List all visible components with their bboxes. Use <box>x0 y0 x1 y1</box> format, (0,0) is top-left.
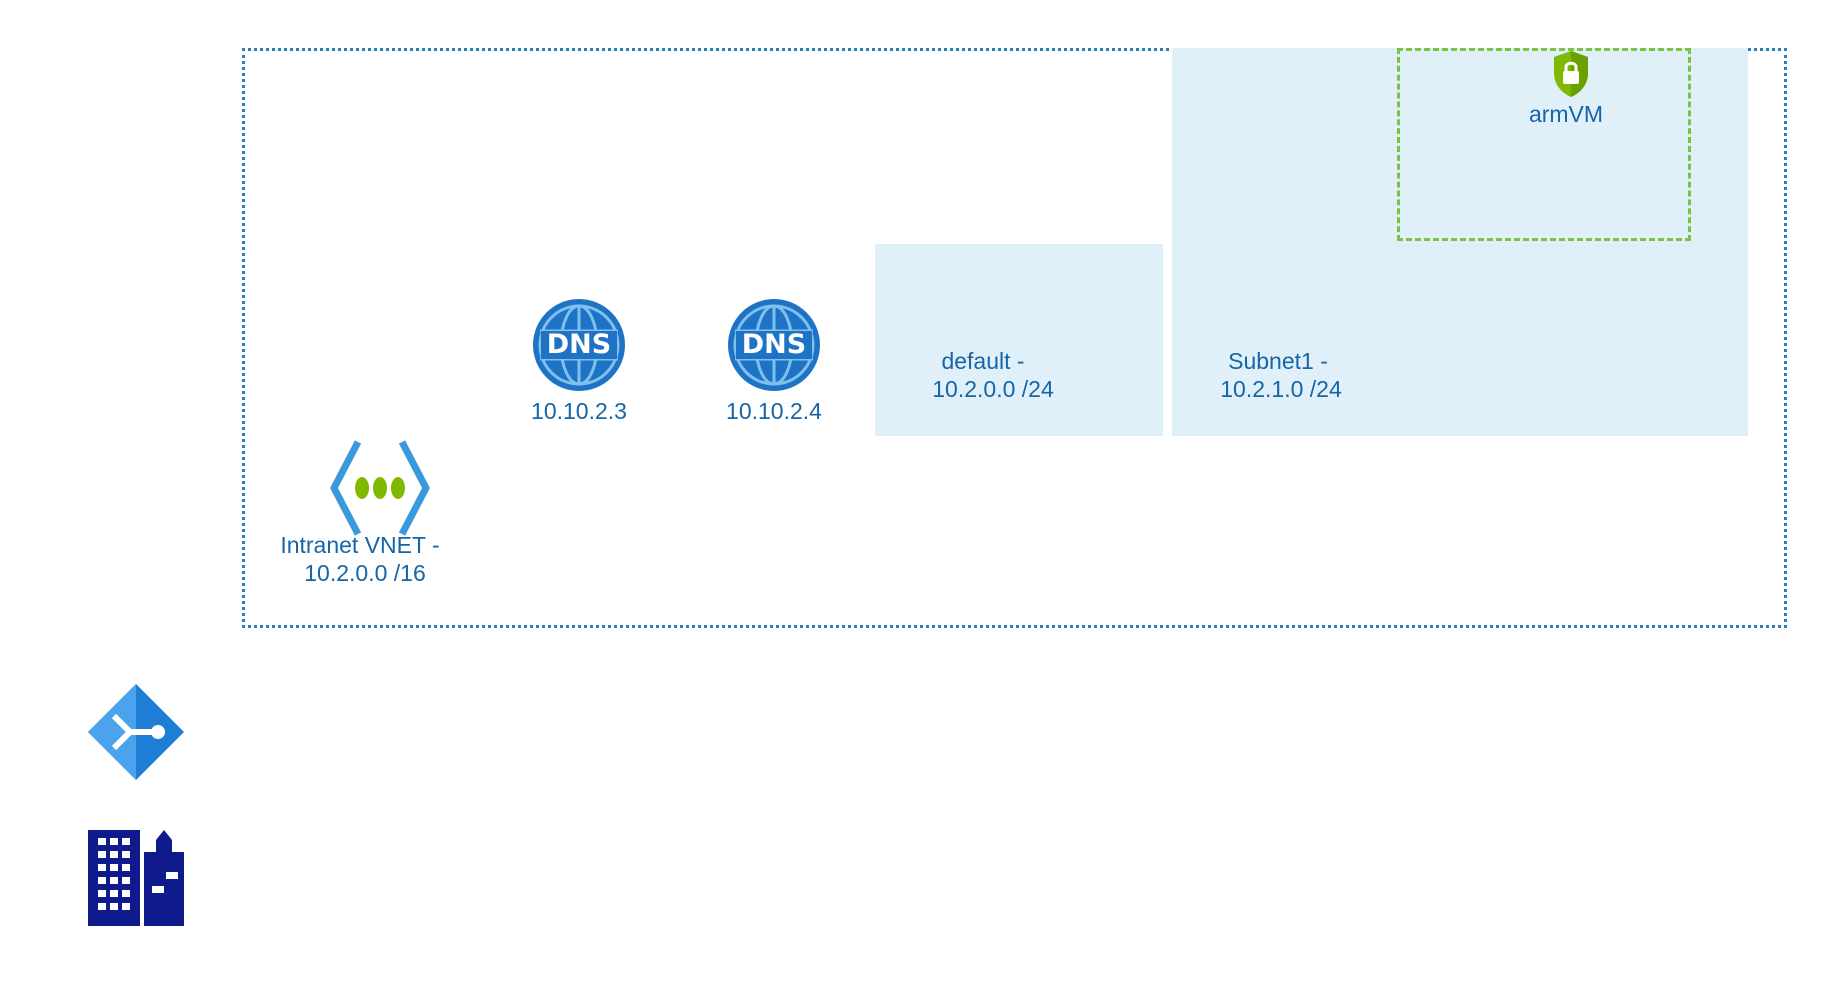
dns-server-1-label: 10.10.2.3 <box>531 398 627 424</box>
subnet-subnet1-box[interactable] <box>1172 48 1748 436</box>
subnet-subnet1-label-line1: Subnet1 - <box>1228 348 1328 374</box>
vnet-label-line1: Intranet VNET - <box>280 532 440 558</box>
vnet-boundary <box>242 48 1787 628</box>
on-premises-building-icon <box>88 830 184 926</box>
dns-server-2-label: 10.10.2.4 <box>726 398 822 424</box>
vnet-label-line2: 10.2.0.0 /16 <box>304 560 426 586</box>
dns-icon-text: DNS <box>546 329 612 360</box>
subnet-default-box[interactable] <box>875 244 1163 436</box>
dns-icon-text: DNS <box>741 329 807 360</box>
armvm-container[interactable] <box>1397 48 1691 241</box>
virtual-network-icon[interactable] <box>328 440 432 536</box>
subnet-default-label-line2: 10.2.0.0 /24 <box>932 376 1054 402</box>
network-security-group-icon <box>1554 51 1588 97</box>
subnet-default-label-line1: default - <box>941 348 1025 374</box>
armvm-label: armVM <box>1528 101 1604 127</box>
vpn-gateway-icon[interactable] <box>86 682 186 782</box>
subnet-subnet1-label-line2: 10.2.1.0 /24 <box>1220 376 1342 402</box>
dns-icon[interactable] <box>726 297 822 393</box>
dns-icon[interactable] <box>531 297 627 393</box>
